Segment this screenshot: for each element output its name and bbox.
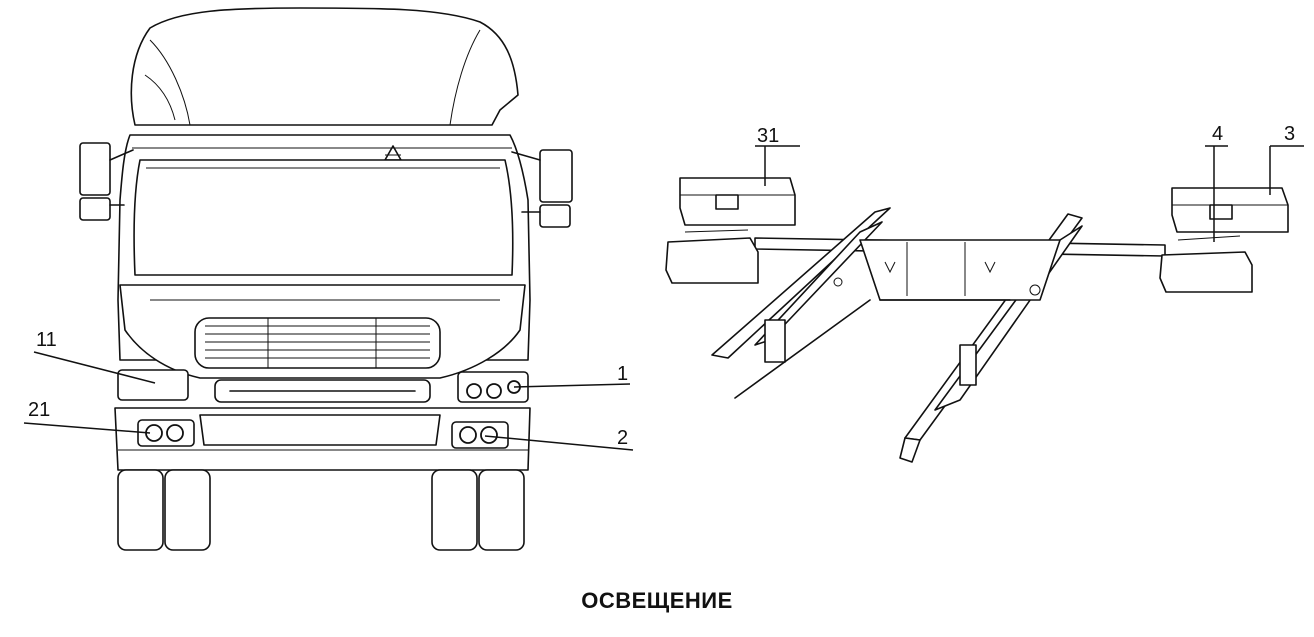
mirror-left: [79, 142, 134, 221]
callout-2: 2: [617, 427, 628, 449]
callout-21: 21: [28, 399, 50, 421]
diagram-caption: ОСВЕЩЕНИЕ: [581, 588, 733, 613]
windshield: [133, 159, 514, 276]
chassis-frame: [711, 207, 1166, 463]
wheels: [117, 469, 525, 551]
roof-spoiler: [130, 7, 519, 126]
rear-lamp-right-bracket: [1159, 251, 1253, 293]
chassis-callouts: 31 4 3: [755, 123, 1304, 242]
rail-left: [711, 207, 891, 359]
callout-3: 3: [1284, 123, 1295, 145]
headlamp-right-lamp-b: [486, 383, 502, 399]
callout-31: 31: [757, 125, 779, 147]
headlamp-right-lamp-a: [466, 383, 482, 399]
grille: [194, 317, 441, 369]
connector-right: [959, 344, 977, 386]
fog-lamp-right-b: [480, 426, 498, 444]
rear-lamp-left-bracket: [665, 237, 759, 284]
truck-callouts: 11 21 1 2: [23, 329, 634, 451]
truck-front-view: [79, 7, 573, 551]
fog-lamp-left-b: [166, 424, 184, 442]
crossmember-panel: [859, 239, 1061, 301]
mirror-right: [511, 149, 573, 228]
callout-11: 11: [36, 329, 57, 351]
rear-lamp-right: [1159, 187, 1289, 293]
headlamp-left: [117, 369, 189, 401]
rear-lamp-left: [665, 177, 796, 284]
callout-4: 4: [1212, 123, 1223, 145]
callout-1: 1: [617, 363, 628, 385]
fog-lamp-right-a: [459, 426, 477, 444]
connector-left: [764, 319, 786, 363]
